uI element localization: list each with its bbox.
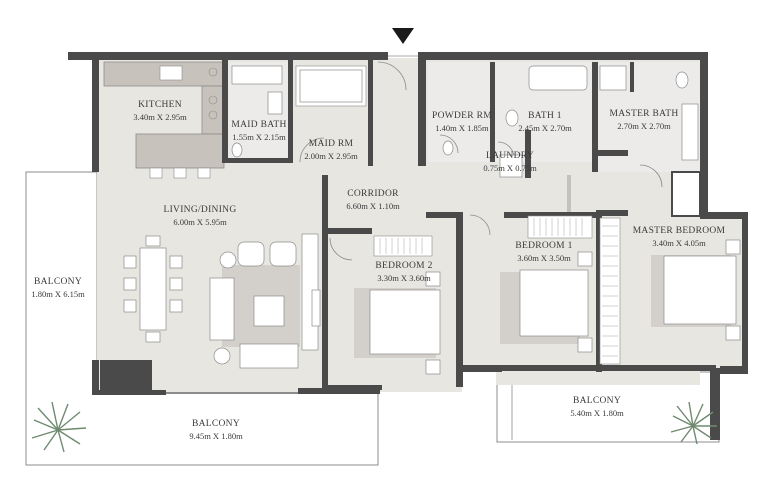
- room-dims: 3.40m X 4.05m: [652, 237, 706, 248]
- bed-bedroom2: [369, 289, 441, 355]
- room-laundry: LAUNDRY 0.75m X 0.75m: [483, 151, 536, 174]
- room-dims: 1.55m X 2.15m: [232, 131, 286, 142]
- bath-fixtures: [231, 65, 699, 178]
- room-balcony-right: BALCONY 5.40m X 1.80m: [570, 396, 623, 419]
- room-name: MAID BATH: [231, 120, 287, 130]
- room-dims: 1.80m X 6.15m: [31, 288, 85, 299]
- room-name: MASTER BEDROOM: [632, 226, 726, 236]
- room-dims: 6.00m X 5.95m: [173, 216, 227, 227]
- room-maid-bath: MAID BATH 1.55m X 2.15m: [231, 120, 286, 143]
- room-dims: 0.75m X 0.75m: [483, 162, 537, 173]
- room-name: CORRIDOR: [347, 189, 399, 199]
- room-name: BALCONY: [33, 277, 83, 287]
- room-name: BATH 1: [528, 111, 562, 121]
- room-dims: 2.70m X 2.70m: [617, 120, 671, 131]
- room-bath1: BATH 1 2.45m X 2.70m: [518, 111, 571, 134]
- wardrobe-hatching: [379, 218, 618, 357]
- room-dims: 5.40m X 1.80m: [570, 407, 624, 418]
- room-kitchen: KITCHEN 3.40m X 2.95m: [133, 100, 186, 123]
- room-dims: 3.60m X 3.50m: [517, 252, 571, 263]
- arrow-down-icon: [392, 28, 414, 44]
- room-dims: 3.30m X 3.60m: [377, 272, 431, 283]
- room-name: LAUNDRY: [485, 151, 535, 161]
- walls: [68, 52, 748, 440]
- bed-master: [663, 255, 737, 325]
- room-name: BALCONY: [572, 396, 622, 406]
- room-name: POWDER RM: [432, 111, 492, 121]
- room-dims: 2.00m X 2.95m: [304, 150, 358, 161]
- room-name: LIVING/DINING: [163, 205, 237, 215]
- room-name: KITCHEN: [138, 100, 182, 110]
- room-master-bath: MASTER BATH 2.70m X 2.70m: [609, 109, 678, 132]
- room-balcony-left: BALCONY 1.80m X 6.15m: [31, 277, 84, 300]
- room-dims: 6.60m X 1.10m: [346, 200, 400, 211]
- room-name: MASTER BATH: [609, 109, 679, 119]
- dining-table: [139, 247, 167, 331]
- room-bedroom2: BEDROOM 2 3.30m X 3.60m: [375, 261, 432, 284]
- room-name: BEDROOM 1: [515, 241, 573, 251]
- beds: [299, 69, 741, 375]
- room-corridor: CORRIDOR 6.60m X 1.10m: [346, 189, 399, 212]
- bed-maid: [299, 69, 363, 103]
- room-dims: 9.45m X 1.80m: [189, 430, 243, 441]
- plants: [31, 401, 717, 453]
- room-name: MAID RM: [308, 139, 354, 149]
- room-name: BEDROOM 2: [375, 261, 433, 271]
- balcony-bottom-inner: [96, 392, 370, 394]
- room-dims: 2.45m X 2.70m: [518, 122, 572, 133]
- room-dims: 3.40m X 2.95m: [133, 111, 187, 122]
- room-dims: 1.40m X 1.85m: [435, 122, 489, 133]
- living-furniture: [123, 233, 321, 369]
- room-bedroom1: BEDROOM 1 3.60m X 3.50m: [515, 241, 572, 264]
- room-living-dining: LIVING/DINING 6.00m X 5.95m: [163, 205, 236, 228]
- room-powder-rm: POWDER RM 1.40m X 1.85m: [432, 111, 492, 134]
- bed-bedroom1: [519, 269, 589, 337]
- room-master-bedroom: MASTER BEDROOM 3.40m X 4.05m: [633, 226, 726, 249]
- room-balcony-bottom: BALCONY 9.45m X 1.80m: [189, 419, 242, 442]
- room-maid-rm: MAID RM 2.00m X 2.95m: [304, 139, 357, 162]
- room-name: BALCONY: [191, 419, 241, 429]
- kitchen-counters: [103, 61, 225, 179]
